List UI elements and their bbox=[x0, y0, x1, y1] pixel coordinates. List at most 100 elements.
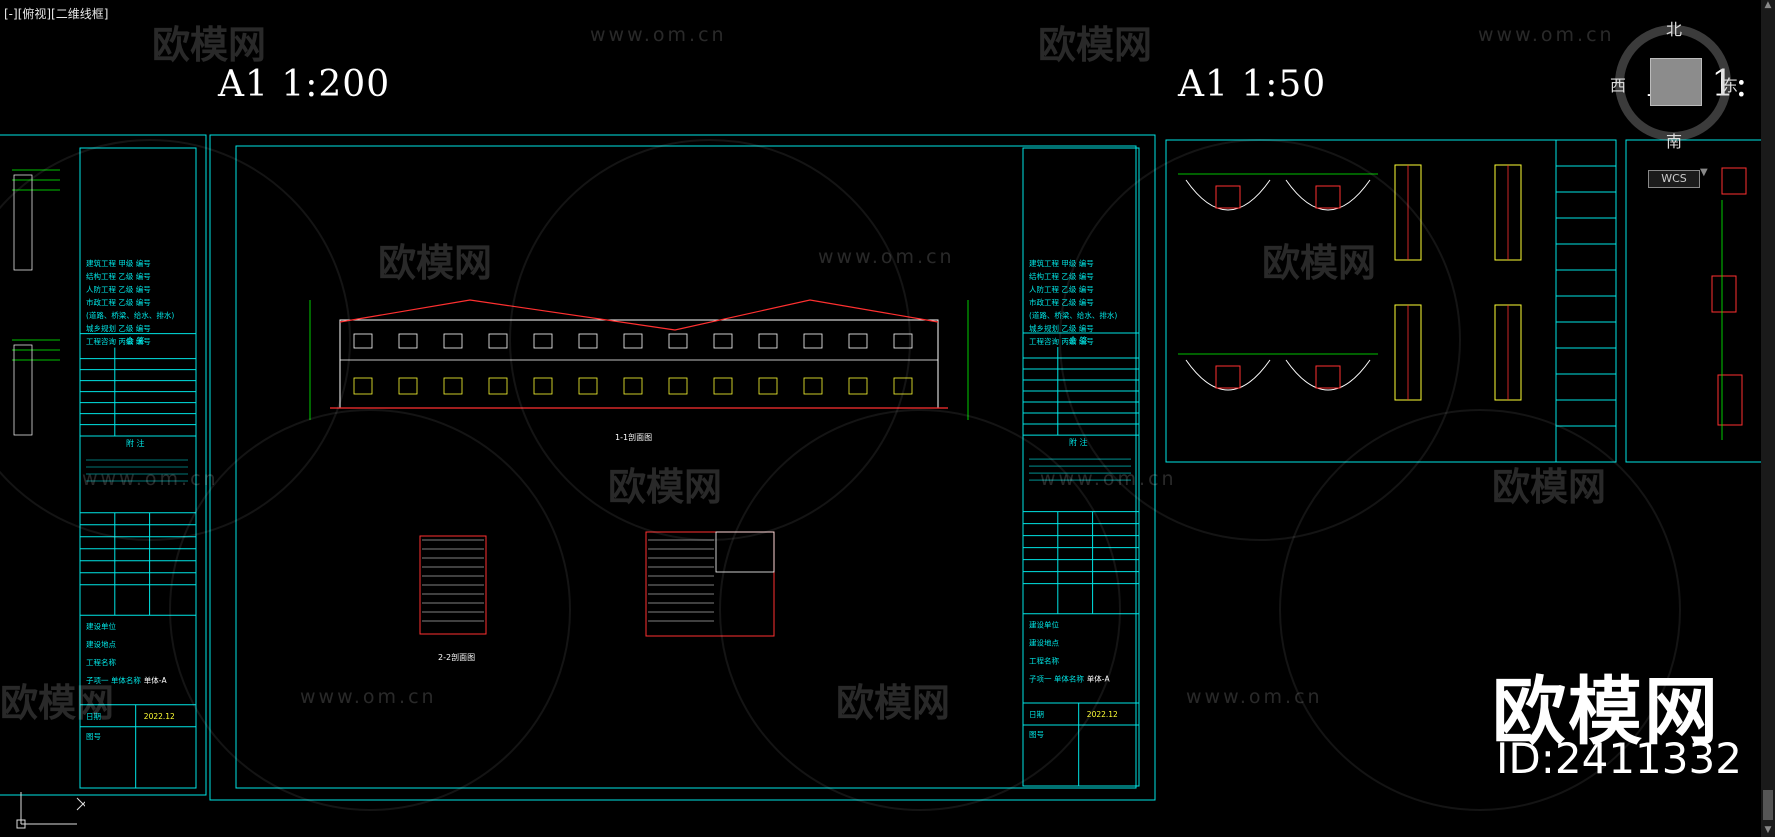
chevron-down-icon[interactable]: ▼ bbox=[1700, 167, 1708, 178]
scroll-thumb[interactable] bbox=[1763, 790, 1773, 820]
watermark-logo: 欧模网 bbox=[1262, 241, 1377, 285]
watermark-arc bbox=[1279, 409, 1681, 811]
far-detail bbox=[1721, 167, 1747, 195]
watermark-logo: 欧模网 bbox=[608, 465, 723, 509]
detail-core bbox=[1315, 365, 1341, 389]
header-line: (道路、桥梁、给水、排水) bbox=[1029, 310, 1117, 320]
header-line: 人防工程 乙级 编号 bbox=[86, 284, 151, 294]
sub-name: 单体-A bbox=[144, 675, 168, 685]
detail-arc bbox=[1285, 359, 1371, 391]
watermark-logo: 欧模网 bbox=[378, 241, 493, 285]
sub-name: 单体-A bbox=[1087, 674, 1111, 684]
date-label: 日期 bbox=[1029, 710, 1044, 719]
watermark-url: www.om.cn bbox=[300, 686, 437, 708]
section-2-2 bbox=[419, 535, 487, 635]
sheet-far-frame bbox=[1625, 139, 1775, 463]
detail-core bbox=[1215, 365, 1241, 389]
wcs-menu[interactable]: WCS bbox=[1648, 170, 1700, 188]
notes-title: 附 注 bbox=[1069, 437, 1088, 447]
field-label: 建设单位 bbox=[86, 621, 116, 631]
sheet-no-label: 图号 bbox=[1029, 730, 1044, 739]
far-detail bbox=[1717, 374, 1743, 426]
date-label: 日期 bbox=[86, 712, 101, 721]
watermark-logo: 欧模网 bbox=[1492, 465, 1607, 509]
compass-east[interactable]: 东 bbox=[1722, 76, 1739, 95]
watermark-arc bbox=[169, 409, 571, 811]
header-line: 结构工程 乙级 编号 bbox=[1029, 271, 1094, 281]
detail-core bbox=[1215, 185, 1241, 209]
building-elevation bbox=[339, 319, 939, 409]
header-line: 建筑工程 甲级 编号 bbox=[86, 258, 151, 268]
left-title-block bbox=[79, 147, 197, 789]
field-label: 工程名称 bbox=[1029, 656, 1059, 666]
header-line: 城乡规划 乙级 编号 bbox=[1029, 323, 1094, 333]
brand-logo: 欧模网 bbox=[1492, 669, 1720, 755]
compass-north[interactable]: 北 bbox=[1666, 20, 1683, 39]
window-lower bbox=[713, 377, 733, 395]
scroll-down-icon[interactable]: ▼ bbox=[1764, 825, 1772, 835]
elevation-fragment bbox=[13, 174, 33, 271]
scale-label-right: A1 1:50 bbox=[1178, 64, 1327, 105]
header-line: 市政工程 乙级 编号 bbox=[86, 297, 151, 307]
window-lower bbox=[398, 377, 418, 395]
seal-title: 会 签 bbox=[1069, 335, 1088, 345]
window-lower bbox=[533, 377, 553, 395]
watermark-url: www.om.cn bbox=[1186, 686, 1323, 708]
watermark-arc bbox=[1059, 139, 1461, 541]
window-lower bbox=[848, 377, 868, 395]
field-label: 建设单位 bbox=[1029, 620, 1059, 630]
scale-label-left: A1 1:200 bbox=[218, 64, 391, 105]
window-upper bbox=[353, 333, 373, 349]
viewcube-ring[interactable] bbox=[1615, 25, 1731, 141]
elevation-fragment bbox=[13, 344, 33, 436]
sheet-main-outer bbox=[209, 134, 1156, 801]
drawing-caption: 2-2剖面图 bbox=[438, 652, 475, 662]
main-title-block bbox=[1022, 147, 1140, 787]
watermark-url: www.om.cn bbox=[818, 246, 955, 268]
watermark-logo: 欧模网 bbox=[0, 681, 115, 725]
window-lower bbox=[893, 377, 913, 395]
sheet-main-inner bbox=[235, 145, 1137, 789]
section-3-3 bbox=[645, 531, 775, 637]
ucs-icon bbox=[16, 792, 85, 829]
watermark-arc bbox=[0, 139, 351, 541]
header-line: 建筑工程 甲级 编号 bbox=[1029, 258, 1094, 268]
window-upper bbox=[758, 333, 778, 349]
watermark-arc bbox=[719, 409, 1121, 811]
field-label: 工程名称 bbox=[86, 657, 116, 667]
field-label: 建设地点 bbox=[1029, 638, 1059, 648]
watermark-url: www.om.cn bbox=[590, 24, 727, 46]
window-lower bbox=[488, 377, 508, 395]
viewport-controls-label[interactable]: [-][俯视][二维线框] bbox=[4, 7, 109, 21]
window-upper bbox=[533, 333, 553, 349]
window-lower bbox=[443, 377, 463, 395]
watermark-url: www.om.cn bbox=[1478, 24, 1615, 46]
sheet-detail-title bbox=[1555, 139, 1617, 463]
window-upper bbox=[848, 333, 868, 349]
date-value: 2022.12 bbox=[144, 712, 175, 721]
header-line: 工程咨询 丙级 编号 bbox=[86, 336, 151, 346]
sheet-no-label: 图号 bbox=[86, 732, 101, 741]
window-upper bbox=[578, 333, 598, 349]
date-value: 2022.12 bbox=[1087, 710, 1118, 719]
header-line: 结构工程 乙级 编号 bbox=[86, 271, 151, 281]
window-upper bbox=[398, 333, 418, 349]
compass-south[interactable]: 南 bbox=[1666, 132, 1683, 151]
detail-arc bbox=[1185, 179, 1271, 211]
window-lower bbox=[578, 377, 598, 395]
header-line: (道路、桥梁、给水、排水) bbox=[86, 310, 174, 320]
scroll-up-icon[interactable]: ▲ bbox=[1764, 0, 1772, 10]
header-line: 工程咨询 丙级 编号 bbox=[1029, 336, 1094, 346]
window-lower bbox=[623, 377, 643, 395]
watermark-url: www.om.cn bbox=[1040, 468, 1177, 490]
compass-west[interactable]: 西 bbox=[1610, 76, 1627, 95]
window-upper bbox=[443, 333, 463, 349]
vertical-scrollbar[interactable]: ▲ ▼ bbox=[1761, 0, 1775, 837]
field-label: 子项一 单体名称 bbox=[86, 675, 141, 685]
detail-arc bbox=[1285, 179, 1371, 211]
viewcube-top-face[interactable] bbox=[1650, 58, 1702, 106]
watermark-url: www.om.cn bbox=[82, 468, 219, 490]
sheet-left-frame bbox=[0, 134, 207, 796]
